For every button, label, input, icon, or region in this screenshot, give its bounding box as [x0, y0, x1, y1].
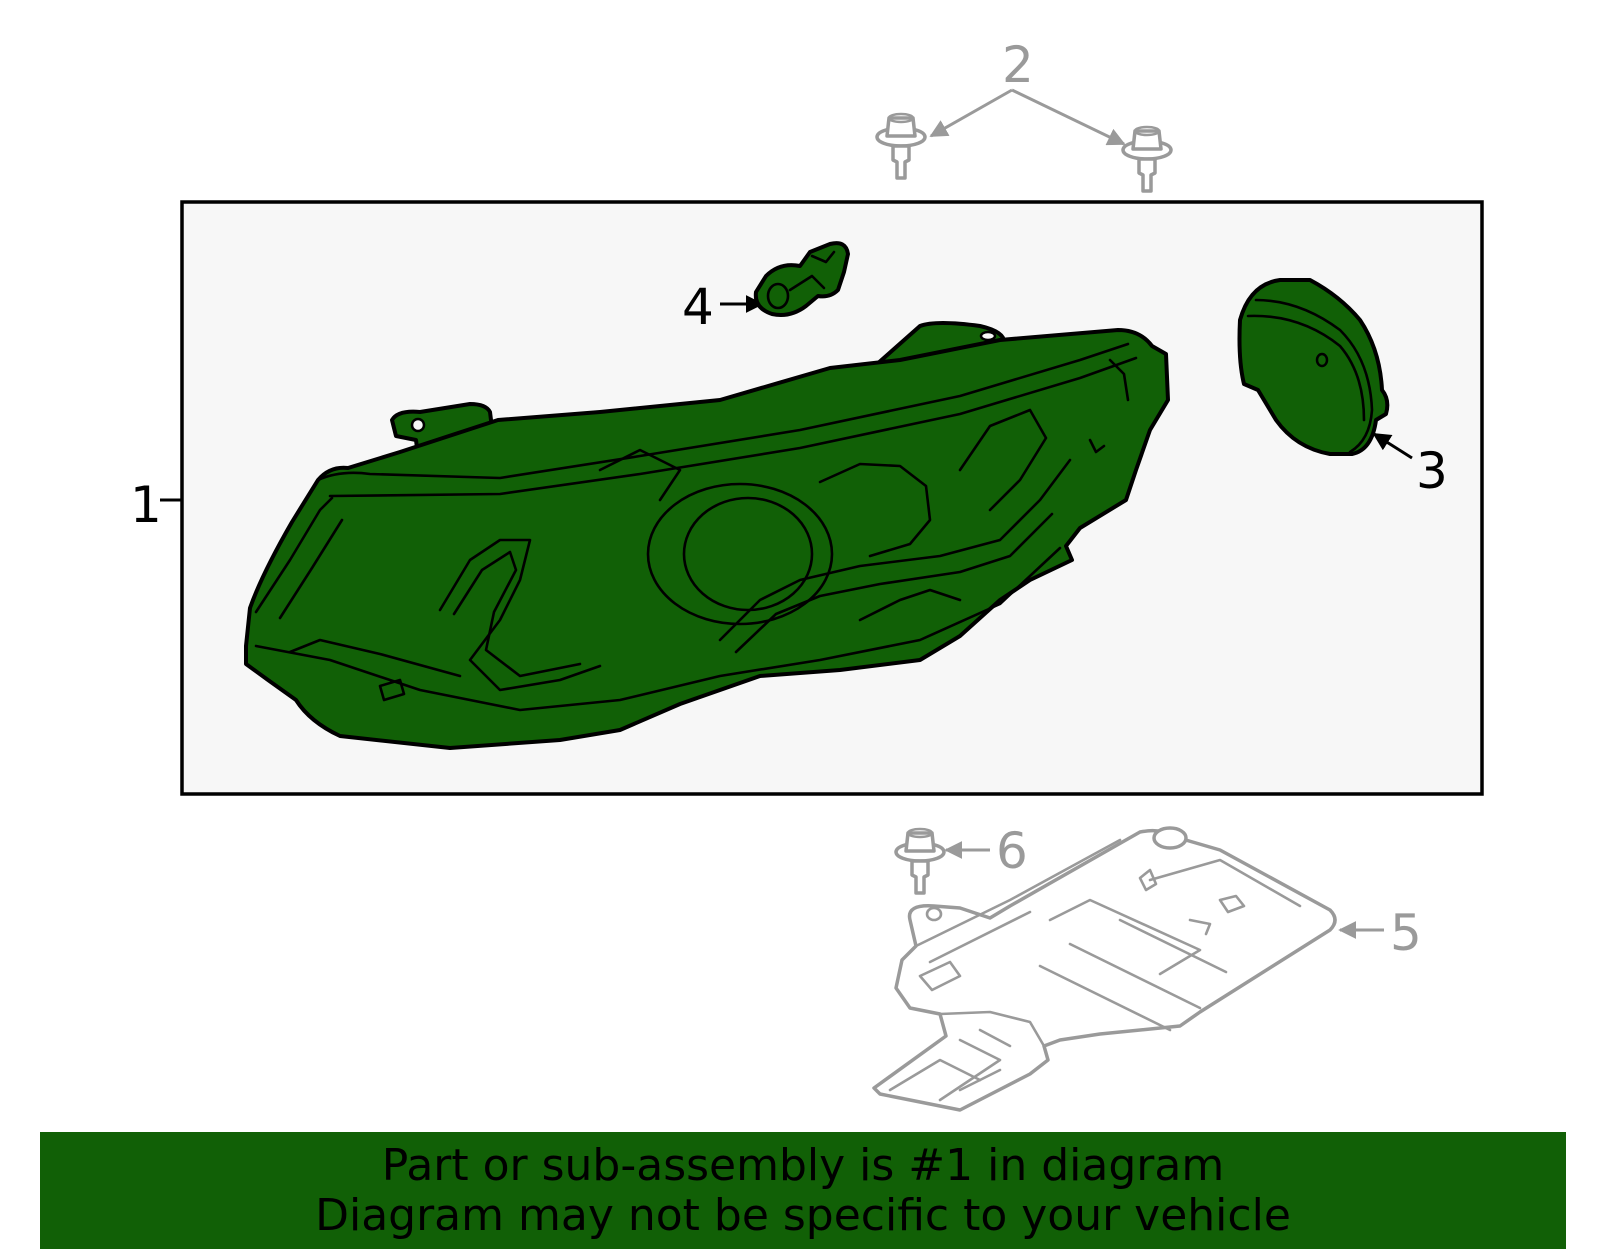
callout-1[interactable]: 1 — [130, 476, 162, 534]
callout-3[interactable]: 3 — [1416, 442, 1448, 500]
callout-3-group[interactable]: 3 — [1372, 432, 1448, 500]
callout-2-group[interactable]: 2 — [929, 36, 1126, 146]
bolt-6-icon[interactable] — [894, 827, 946, 895]
bolt-left-icon[interactable] — [875, 112, 927, 180]
callout-4[interactable]: 4 — [682, 278, 714, 336]
bolt-right-icon[interactable] — [1121, 125, 1173, 193]
footer-line-2: Diagram may not be specific to your vehi… — [315, 1189, 1291, 1241]
callout-1-group[interactable]: 1 — [130, 476, 183, 534]
callout-2[interactable]: 2 — [1002, 36, 1034, 94]
headlamp-assembly[interactable] — [244, 321, 1170, 750]
callout-6[interactable]: 6 — [996, 822, 1028, 880]
mounting-bracket-icon[interactable] — [872, 826, 1337, 1112]
callout-5-group[interactable]: 5 — [1338, 904, 1422, 962]
footer-line-1: Part or sub-assembly is #1 in diagram — [381, 1139, 1225, 1191]
callout-5[interactable]: 5 — [1390, 904, 1422, 962]
callout-4-group[interactable]: 4 — [682, 278, 764, 336]
bulb-socket-icon[interactable] — [753, 241, 850, 317]
callout-6-group[interactable]: 6 — [944, 822, 1028, 880]
dust-cap-icon[interactable] — [1237, 278, 1390, 456]
footer-banner: Part or sub-assembly is #1 in diagram Di… — [40, 1132, 1566, 1249]
